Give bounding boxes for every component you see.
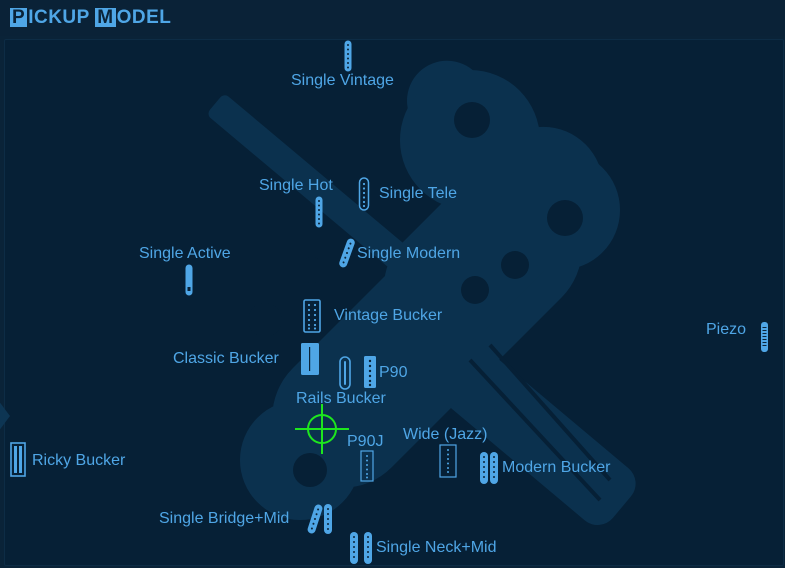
pickup-label: P90	[379, 364, 408, 381]
humbucker-icon	[301, 343, 319, 375]
pickup-ricky-bucker[interactable]: Ricky Bucker	[10, 442, 145, 478]
pickup-label: Single Vintage	[291, 72, 394, 89]
pickup-label: Single Neck+Mid	[376, 539, 497, 556]
p90-icon	[364, 356, 376, 388]
tele-single-coil-icon	[358, 177, 370, 211]
pickup-label: Vintage Bucker	[334, 307, 443, 324]
title-rest-2: ODEL	[116, 7, 172, 28]
pickup-label: Single Modern	[357, 245, 461, 262]
pickup-wide-jazz[interactable]: Wide (Jazz)	[402, 424, 502, 480]
pickup-single-hot[interactable]: Single Hot	[258, 177, 348, 229]
dual-slanted-single-icon	[307, 504, 332, 534]
pickup-p90[interactable]: P90	[363, 354, 415, 390]
pickup-classic-bucker[interactable]: Classic Bucker	[172, 341, 322, 377]
pickup-label: Single Bridge+Mid	[159, 510, 290, 527]
single-coil-icon	[315, 196, 323, 228]
piezo-icon	[761, 322, 768, 352]
pickup-vintage-bucker[interactable]: Vintage Bucker	[303, 299, 463, 333]
wide-jazz-icon	[439, 444, 457, 478]
pickup-label: P90J	[347, 433, 384, 450]
single-coil-icon	[344, 40, 352, 72]
pickup-label: Single Hot	[259, 177, 333, 194]
modern-bucker-icon	[480, 452, 498, 484]
slanted-single-coil-icon	[339, 238, 355, 268]
crosshair-target-icon[interactable]	[295, 404, 349, 454]
pickup-single-modern[interactable]: Single Modern	[336, 236, 476, 270]
dual-single-icon	[350, 532, 372, 564]
pickup-rails-bucker[interactable]: Rails Bucker	[294, 356, 399, 410]
humbucker-icon	[303, 299, 321, 333]
ricky-bucker-icon	[10, 442, 26, 477]
pickup-label: Single Active	[139, 245, 231, 262]
rails-icon	[339, 356, 351, 390]
p90j-icon	[360, 450, 374, 482]
title-rest-1: ICKUP	[28, 7, 90, 28]
title-cap-2: M	[95, 7, 116, 28]
pickup-label: Single Tele	[379, 185, 457, 202]
pickup-label: Ricky Bucker	[32, 452, 126, 469]
pickup-label: Modern Bucker	[502, 459, 611, 476]
title-cap-1: P	[10, 7, 28, 28]
pickup-single-neck-mid[interactable]: Single Neck+Mid	[348, 531, 518, 565]
pickup-piezo[interactable]: Piezo	[705, 318, 775, 354]
pickup-p90j[interactable]: P90J	[346, 430, 392, 484]
pickup-single-bridge-mid[interactable]: Single Bridge+Mid	[158, 501, 338, 537]
left-edge-arrow	[0, 400, 10, 432]
pickup-label: Rails Bucker	[296, 390, 386, 407]
pickup-single-vintage[interactable]: Single Vintage	[290, 38, 410, 94]
pickup-modern-bucker[interactable]: Modern Bucker	[479, 451, 629, 487]
pickup-label: Classic Bucker	[173, 350, 279, 367]
single-coil-icon	[185, 264, 193, 296]
pickup-single-tele[interactable]: Single Tele	[358, 176, 473, 212]
pickup-single-active[interactable]: Single Active	[138, 244, 248, 298]
pickup-label: Wide (Jazz)	[403, 426, 488, 443]
pickup-label: Piezo	[706, 321, 747, 338]
